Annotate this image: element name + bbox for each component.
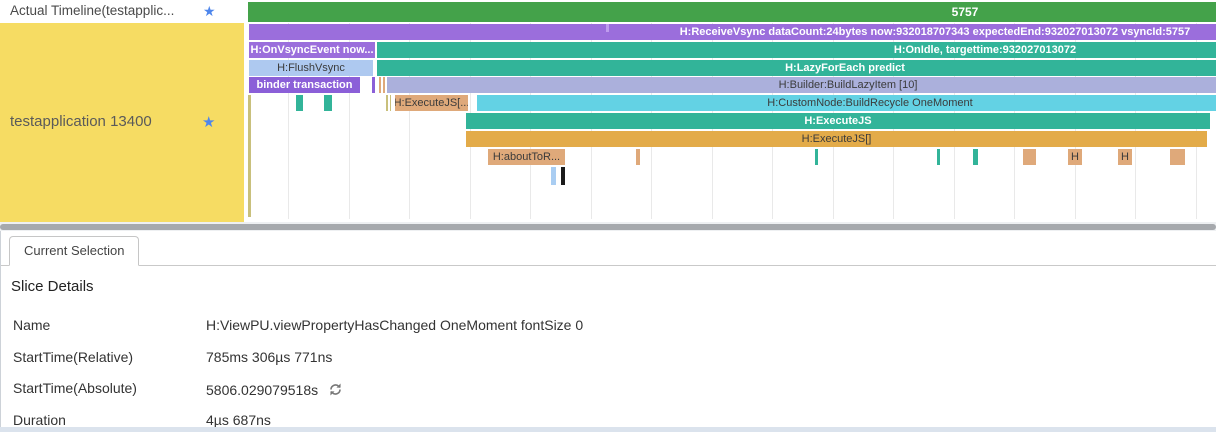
field-row-starttime-relative: StartTime(Relative) 785ms 306µs 771ns [1, 349, 1216, 371]
timeline-slice-small[interactable] [379, 77, 381, 93]
field-value: H:ViewPU.viewPropertyHasChanged OneMomen… [206, 317, 584, 333]
slice-label: H [1121, 151, 1129, 163]
timeline-slice[interactable]: H:CustomNode:BuildRecycle OneMoment [477, 95, 1216, 111]
process-name-label: testapplication 13400 [10, 113, 152, 130]
timeline-slice[interactable]: H:ExecuteJS [466, 113, 1210, 129]
field-row-name: Name H:ViewPU.viewPropertyHasChanged One… [1, 317, 1216, 339]
timeline-slice-small[interactable] [389, 95, 392, 111]
field-label: Name [13, 317, 51, 333]
timeline-slice-small[interactable] [551, 167, 556, 185]
timeline-slice-small[interactable] [606, 24, 609, 32]
slice-label: H:Builder:BuildLazyItem [10] [778, 79, 918, 91]
timeline-tracks: H:ReceiveVsync dataCount:24bytes now:932… [248, 23, 1216, 219]
timeline-slice-small[interactable] [372, 77, 375, 93]
gridline [409, 23, 410, 219]
timeline-slice-small[interactable] [973, 149, 978, 165]
timeline-slice-small[interactable] [1023, 149, 1036, 165]
gridline [348, 23, 350, 219]
timeline-slice-small[interactable] [937, 149, 940, 165]
timeline-slice[interactable]: H [1068, 149, 1082, 165]
timeline-slice[interactable]: H [1118, 149, 1132, 165]
slice-label: H:CustomNode:BuildRecycle OneMoment [767, 97, 973, 109]
field-value: 5806.029079518s [206, 380, 343, 398]
tab-divider [1, 265, 1216, 266]
field-row-starttime-absolute: StartTime(Absolute) 5806.029079518s [1, 380, 1216, 402]
timeline-slice[interactable]: H:ExecuteJS[] [466, 131, 1207, 147]
slice-label: H:LazyForEach predict [785, 61, 905, 74]
timeline-slice[interactable]: H:OnVsyncEvent now... [249, 42, 375, 58]
vsync-timeline-slice[interactable]: 5757 [248, 2, 1216, 22]
field-value: 785ms 306µs 771ns [206, 348, 333, 365]
slice-label: H:FlushVsync [277, 61, 345, 74]
slice-label: H:ExecuteJS[... [395, 97, 468, 109]
timeline-slice-small[interactable] [636, 149, 640, 165]
timeline-slice-small[interactable] [382, 77, 385, 93]
timeline-slice[interactable]: binder transaction [249, 77, 360, 93]
favorite-star-icon[interactable]: ★ [202, 114, 216, 131]
gridline [288, 23, 289, 219]
timeline-slice[interactable]: H:Builder:BuildLazyItem [10] [387, 77, 1216, 93]
horizontal-scrollbar-track [0, 222, 1216, 231]
refresh-icon[interactable] [328, 382, 343, 397]
timeline-slice[interactable]: H:OnIdle, targettime:932027013072 [377, 42, 1216, 58]
field-label: StartTime(Absolute) [13, 380, 137, 396]
vsync-id-label: 5757 [951, 5, 979, 19]
field-value: 4µs 687ns [206, 411, 271, 428]
timeline-header-row: Actual Timeline(testapplic... ★ 5757 [0, 0, 1216, 23]
slice-details-title: Slice Details [11, 278, 94, 295]
details-panel: Current Selection Slice Details Name H:V… [0, 231, 1216, 432]
field-label: StartTime(Relative) [13, 348, 134, 365]
horizontal-scrollbar-thumb[interactable] [0, 223, 1216, 230]
slice-label: H:ReceiveVsync dataCount:24bytes now:932… [679, 26, 1191, 38]
timeline-slice[interactable]: H:FlushVsync [249, 59, 373, 76]
tab-label: Current Selection [24, 243, 125, 258]
tab-current-selection[interactable]: Current Selection [9, 236, 140, 266]
actual-timeline-track-header[interactable]: Actual Timeline(testapplic... ★ [0, 0, 244, 23]
slice-label: H:OnVsyncEvent now... [250, 44, 374, 56]
slice-label: binder transaction [256, 79, 353, 91]
bottom-scroll-strip [0, 427, 1216, 432]
timeline-slice[interactable]: H:aboutToR... [488, 149, 565, 165]
slice-label: H:OnIdle, targettime:932027013072 [893, 44, 1077, 56]
timeline-slice[interactable]: H:LazyForEach predict [377, 59, 1216, 76]
slice-label: H [1071, 151, 1079, 163]
timeline-slice-small[interactable] [386, 95, 388, 111]
timeline-slice-small[interactable] [324, 95, 332, 111]
timeline-slice-small[interactable] [1170, 149, 1185, 165]
timeline-slice[interactable]: H:ExecuteJS[... [395, 95, 468, 111]
timeline-slice-small[interactable] [561, 167, 565, 185]
field-label: Duration [13, 411, 66, 428]
actual-timeline-label: Actual Timeline(testapplic... [10, 3, 175, 18]
field-row-duration: Duration 4µs 687ns [1, 412, 1216, 432]
timeline-slice-small[interactable] [815, 149, 818, 165]
process-track-sidebar[interactable]: testapplication 13400 ★ [0, 23, 244, 222]
timeline-slice[interactable]: H:ReceiveVsync dataCount:24bytes now:932… [249, 24, 1216, 40]
slice-label: H:aboutToR... [492, 151, 561, 163]
slice-label: H:ExecuteJS [804, 115, 872, 127]
favorite-star-icon[interactable]: ★ [203, 3, 216, 19]
timeline-slice-small[interactable] [248, 95, 251, 217]
slice-label: H:ExecuteJS[] [801, 133, 872, 145]
timeline-slice-small[interactable] [296, 95, 303, 111]
